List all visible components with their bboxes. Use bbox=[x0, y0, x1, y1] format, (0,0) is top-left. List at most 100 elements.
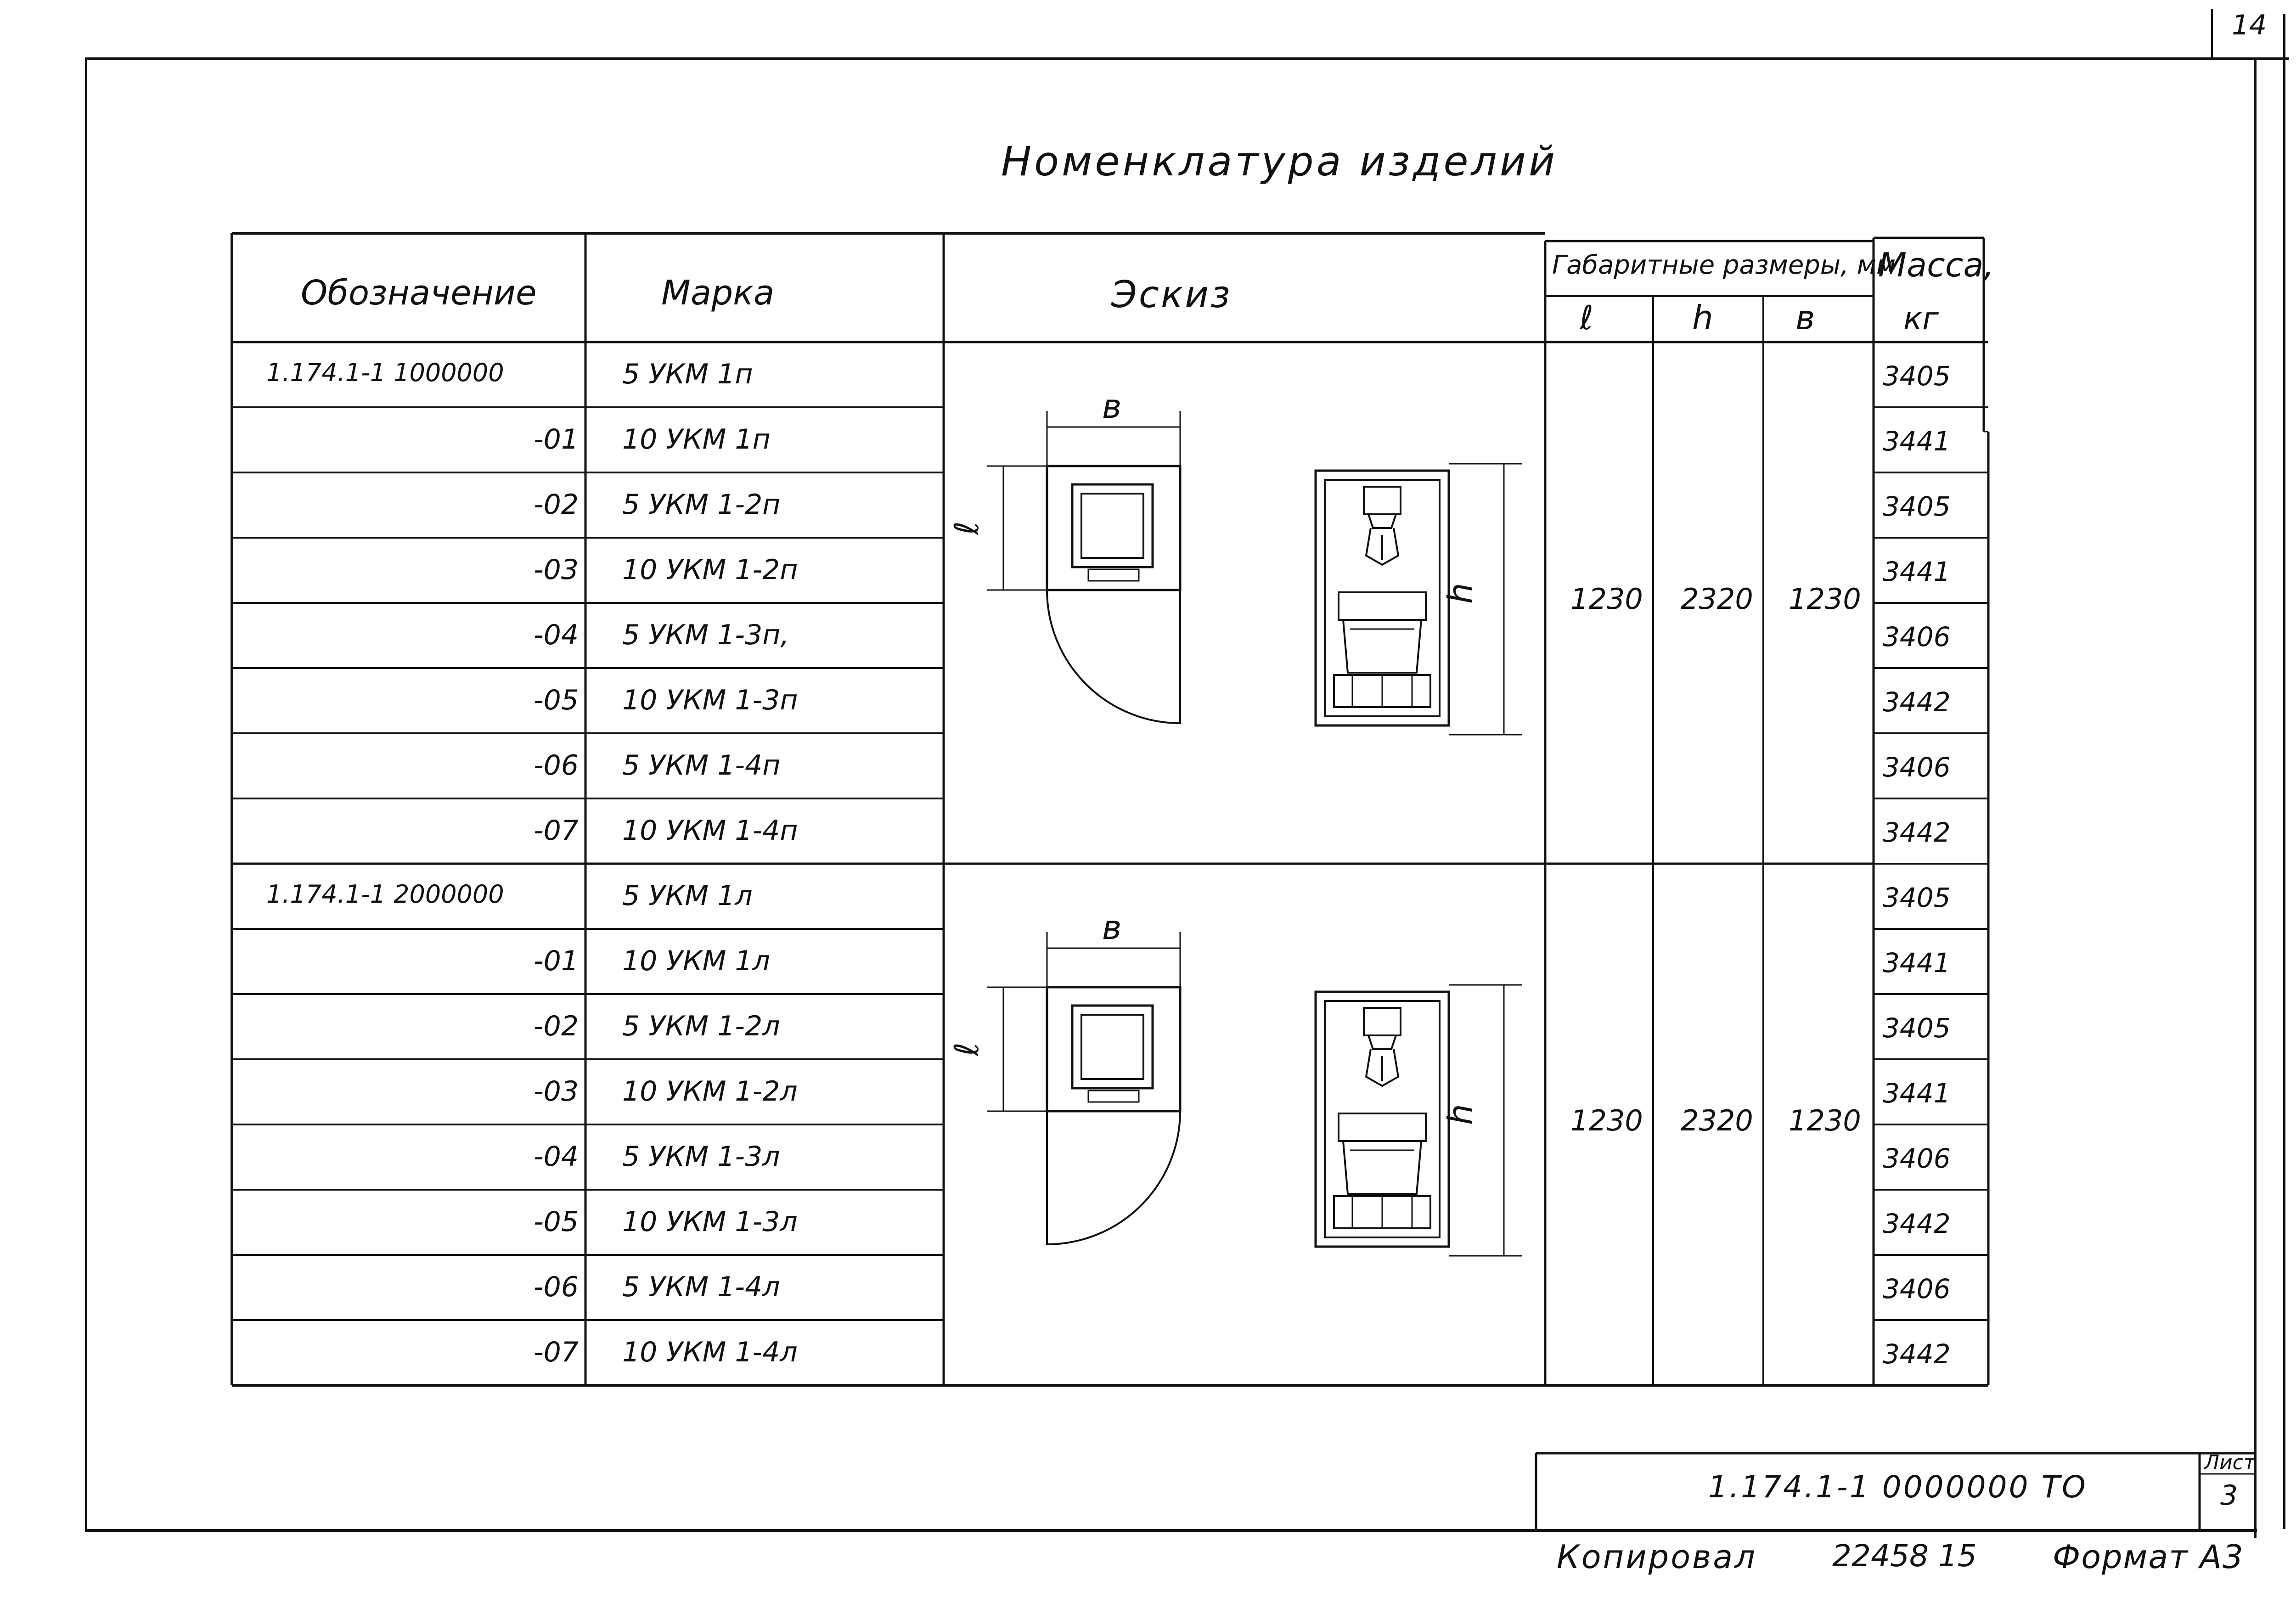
row-mark: 5 УКМ 1-2л bbox=[622, 1010, 780, 1042]
sketch-hopper bbox=[1365, 1049, 1400, 1087]
sketch-container-body bbox=[1342, 619, 1422, 674]
row-designation-suffix: -03 bbox=[534, 554, 579, 586]
footer-order-number: 22458 15 bbox=[1832, 1538, 1977, 1574]
row-mass: 3406 bbox=[1883, 752, 1951, 783]
sketch-container-body bbox=[1342, 1141, 1422, 1195]
sketch-mechanism-body bbox=[1367, 514, 1397, 529]
header-mark: Марка bbox=[661, 273, 775, 313]
sketch-container-lid bbox=[1338, 591, 1427, 621]
row-designation-suffix: -03 bbox=[534, 1075, 579, 1107]
sketch-container-lid bbox=[1338, 1113, 1427, 1142]
row-mark: 10 УКМ 1-2л bbox=[622, 1075, 798, 1107]
sketch-plan-slot bbox=[1087, 1090, 1140, 1103]
row-mass: 3442 bbox=[1883, 686, 1951, 718]
header-mass: Масса, bbox=[1878, 246, 1994, 284]
row-mass: 3441 bbox=[1883, 556, 1951, 587]
row-designation: 1.174.1-1 1000000 bbox=[266, 358, 504, 387]
row-mark: 5 УКМ 1-2п bbox=[622, 489, 781, 521]
sketch-label-l: ℓ bbox=[947, 1042, 986, 1057]
sketch-plan-outline bbox=[1046, 465, 1182, 591]
dims-h-value: 2320 bbox=[1681, 1104, 1753, 1137]
stamp-sheet-number: 3 bbox=[2220, 1479, 2238, 1512]
row-mass: 3406 bbox=[1883, 621, 1951, 652]
stamp-sheet-label: Лист bbox=[2204, 1451, 2256, 1474]
row-designation-suffix: -02 bbox=[534, 1010, 579, 1042]
sketch-label-h: h bbox=[1441, 583, 1480, 604]
row-mass: 3441 bbox=[1883, 947, 1951, 978]
sketch-plan-outline bbox=[1046, 986, 1182, 1113]
frame-right-outer-line bbox=[2283, 14, 2285, 1529]
row-mass: 3405 bbox=[1883, 882, 1951, 913]
stamp-document-code: 1.174.1-1 0000000 ТО bbox=[1708, 1469, 2088, 1505]
row-mark: 10 УКМ 1-4л bbox=[622, 1336, 798, 1368]
row-mass: 3405 bbox=[1883, 491, 1951, 522]
row-mark: 10 УКМ 1л bbox=[622, 945, 770, 977]
row-mark: 5 УКМ 1-3п, bbox=[622, 619, 789, 651]
page-title: Номенклатура изделий bbox=[1001, 138, 1558, 185]
sketch-label-b: в bbox=[1102, 387, 1121, 426]
row-mark: 10 УКМ 1-4п bbox=[622, 815, 798, 847]
dims-b-value: 1230 bbox=[1789, 1104, 1861, 1137]
row-mark: 5 УКМ 1-3л bbox=[622, 1141, 780, 1173]
row-mass: 3442 bbox=[1883, 817, 1951, 848]
sketch-label-h: h bbox=[1441, 1104, 1480, 1125]
row-designation-suffix: -07 bbox=[534, 815, 579, 847]
row-mass: 3441 bbox=[1883, 1078, 1951, 1109]
sketch-label-l: ℓ bbox=[947, 521, 986, 536]
row-designation-suffix: -04 bbox=[534, 619, 579, 651]
frame-right-line bbox=[2254, 57, 2257, 1538]
sketch-mechanism-top bbox=[1363, 486, 1401, 515]
row-mass: 3441 bbox=[1883, 426, 1951, 457]
row-mark: 10 УКМ 1-3л bbox=[622, 1206, 798, 1238]
row-mark: 10 УКМ 1-2п bbox=[622, 554, 798, 586]
header-dim-b: в bbox=[1795, 298, 1815, 337]
sketch-plan-inner-outer bbox=[1071, 1004, 1154, 1090]
footer-format: Формат А3 bbox=[2053, 1538, 2244, 1576]
sketch-elevation-outline bbox=[1314, 469, 1450, 727]
header-sketch: Эскиз bbox=[1111, 273, 1232, 316]
sketch-label-b: в bbox=[1102, 908, 1121, 947]
frame-left-line bbox=[85, 57, 87, 1531]
sketch-plan-inner-outer bbox=[1071, 483, 1154, 568]
row-designation-suffix: -06 bbox=[534, 749, 579, 781]
row-designation-suffix: -07 bbox=[534, 1336, 579, 1368]
row-mark: 10 УКМ 1-3п bbox=[622, 684, 798, 716]
dims-h-value: 2320 bbox=[1681, 582, 1753, 616]
frame-top-line bbox=[85, 57, 2289, 60]
dims-l-value: 1230 bbox=[1570, 582, 1643, 616]
dims-b-value: 1230 bbox=[1789, 582, 1861, 616]
row-mass: 3406 bbox=[1883, 1273, 1951, 1304]
row-designation-suffix: -01 bbox=[534, 945, 579, 977]
row-mass: 3442 bbox=[1883, 1208, 1951, 1239]
sketch-door-swing bbox=[1046, 590, 1181, 725]
frame-bottom-line bbox=[85, 1529, 2257, 1532]
row-mass: 3442 bbox=[1883, 1338, 1951, 1370]
sheet-corner-number: 14 bbox=[2232, 9, 2267, 41]
header-designation: Обозначение bbox=[301, 273, 537, 313]
sketch-mechanism-top bbox=[1363, 1007, 1401, 1036]
header-mass-unit: кг bbox=[1903, 301, 1939, 337]
row-mass: 3406 bbox=[1883, 1143, 1951, 1174]
sketch-elevation-outline bbox=[1314, 990, 1450, 1248]
header-dim-h: h bbox=[1692, 298, 1713, 337]
row-mass: 3405 bbox=[1883, 1012, 1951, 1044]
row-mark: 5 УКМ 1-4л bbox=[622, 1271, 780, 1303]
row-mark: 5 УКМ 1п bbox=[622, 358, 753, 390]
row-designation-suffix: -06 bbox=[534, 1271, 579, 1303]
row-mark: 5 УКМ 1-4п bbox=[622, 749, 781, 781]
sketch-elevation-inner bbox=[1324, 479, 1441, 717]
row-designation-suffix: -05 bbox=[534, 684, 579, 716]
row-designation-suffix: -01 bbox=[534, 423, 579, 455]
sketch-plan-inner bbox=[1080, 1014, 1144, 1080]
sketch-hopper bbox=[1365, 528, 1400, 566]
row-designation-suffix: -04 bbox=[534, 1141, 579, 1173]
dims-l-value: 1230 bbox=[1570, 1104, 1643, 1137]
row-designation-suffix: -02 bbox=[534, 489, 579, 521]
sketch-plan-slot bbox=[1087, 568, 1140, 582]
row-mass: 3405 bbox=[1883, 360, 1951, 392]
footer-copied-by: Копировал bbox=[1557, 1538, 1757, 1576]
header-dim-l: ℓ bbox=[1580, 298, 1593, 337]
sketch-door-swing bbox=[1046, 1111, 1181, 1246]
row-designation: 1.174.1-1 2000000 bbox=[266, 880, 504, 909]
row-mark: 10 УКМ 1п bbox=[622, 423, 771, 455]
